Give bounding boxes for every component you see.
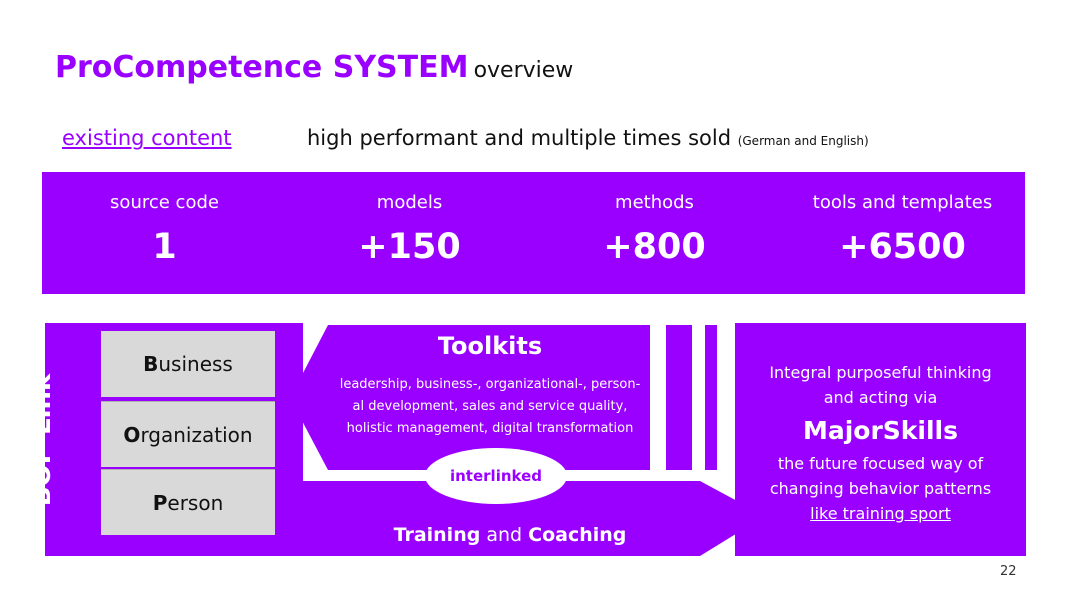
- title-rest: overview: [473, 58, 574, 83]
- majorskills-intro-line: Integral purposeful thinking: [769, 363, 992, 382]
- stat-value: 1: [152, 227, 177, 267]
- stat-label: methods: [615, 192, 694, 213]
- training-sport-link[interactable]: like training sport: [810, 504, 951, 523]
- title-bold: ProCompetence SYSTEM: [55, 50, 469, 85]
- page-number: 22: [1000, 564, 1017, 579]
- bop-rest: erson: [167, 490, 224, 515]
- page-title: ProCompetence SYSTEM overview: [55, 50, 573, 85]
- bar-stripe-1: [666, 325, 692, 470]
- toolkits-shape: [290, 325, 650, 470]
- majorskills-block: Integral purposeful thinking and acting …: [735, 323, 1026, 556]
- coaching-word: Coaching: [528, 524, 627, 546]
- bop-initial: O: [123, 422, 141, 447]
- stat-tools: tools and templates +6500: [780, 172, 1025, 267]
- training-arrow: [303, 481, 765, 556]
- majorskills-intro-line: and acting via: [823, 388, 938, 407]
- toolkits-title: Toolkits: [437, 332, 543, 360]
- stat-models: models +150: [287, 172, 532, 267]
- stat-label: models: [376, 192, 443, 213]
- stat-label: tools and templates: [812, 192, 993, 213]
- and-word: and: [480, 524, 529, 546]
- toolkits-desc-line: holistic management, digital transformat…: [346, 421, 634, 436]
- bop-rest: usiness: [158, 352, 233, 376]
- stat-value: +150: [358, 227, 461, 267]
- stat-value: +800: [603, 227, 706, 267]
- bar-stripe-2: [705, 325, 717, 470]
- bop-initial: P: [152, 490, 168, 515]
- subtitle-main-text: high performant and multiple times sold: [307, 126, 738, 150]
- subtitle-note: (German and English): [737, 134, 869, 148]
- stat-source-code: source code 1: [42, 172, 287, 267]
- stat-value: +6500: [839, 227, 966, 267]
- training-coaching-label: Training and Coaching: [330, 524, 690, 546]
- stat-methods: methods +800: [532, 172, 777, 267]
- bop-initial: B: [143, 352, 159, 376]
- training-word: Training: [393, 524, 481, 546]
- toolkits-desc-line: leadership, business-, organizational-, …: [339, 377, 641, 392]
- existing-content-link[interactable]: existing content: [62, 126, 232, 150]
- majorskills-intro: Integral purposeful thinking and acting …: [735, 360, 1026, 410]
- majorskills-title: MajorSkills: [802, 416, 959, 445]
- stat-label: source code: [110, 192, 219, 213]
- majorskills-desc-line: the future focused way of: [777, 454, 984, 473]
- interlinked-badge: interlinked: [425, 448, 567, 504]
- toolkits-desc-line: al development, sales and service qualit…: [352, 399, 628, 414]
- toolkits-description: leadership, business-, organizational-, …: [330, 374, 650, 440]
- majorskills-desc-line: changing behavior patterns: [769, 479, 992, 498]
- majorskills-desc: the future focused way of changing behav…: [735, 451, 1026, 501]
- stats-band: source code 1 models +150 methods +800 t…: [42, 172, 1025, 294]
- bop-rest: rganization: [140, 422, 253, 447]
- subtitle-text: high performant and multiple times sold …: [307, 126, 869, 150]
